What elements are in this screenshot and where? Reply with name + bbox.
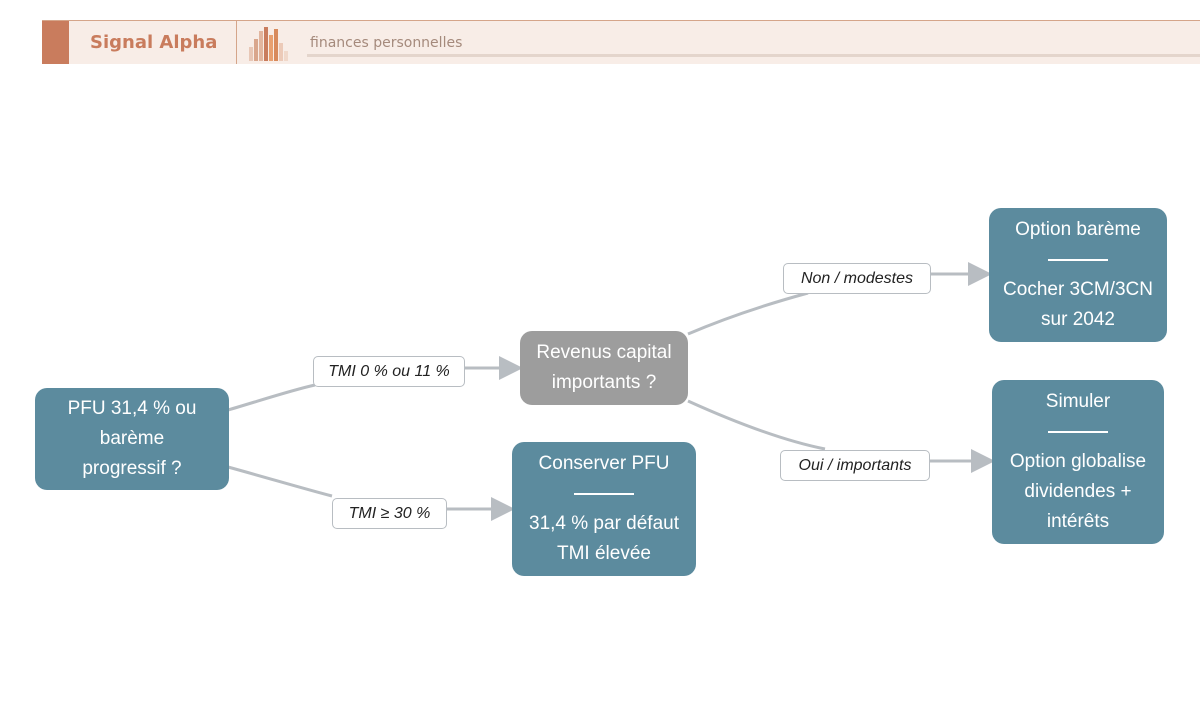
node-conserver-line-1: 31,4 % par défaut: [529, 513, 679, 534]
node-bareme-title: Option barème: [1015, 219, 1141, 240]
node-pfu-question[interactable]: PFU 31,4 % ou barème progressif ?: [35, 388, 229, 490]
edge-label-non-modestes: Non / modestes: [783, 263, 931, 294]
node-simuler-line-3: intérêts: [1046, 511, 1110, 532]
node-pfu-line-3: progressif ?: [82, 458, 182, 479]
node-bareme-line-2: sur 2042: [1041, 309, 1115, 330]
node-simuler-divider: [1048, 431, 1108, 433]
node-revenus-line-2: importants ?: [551, 372, 657, 393]
header-bar: Signal Alpha finances personnelles: [42, 20, 1200, 64]
connector-revenus-to-non: [687, 291, 809, 336]
node-revenus-line-1: Revenus capital: [536, 342, 672, 363]
bar-chart-icon: [249, 27, 288, 61]
brand-swatch: [42, 21, 69, 64]
node-simuler-line-2: dividendes +: [1024, 481, 1132, 502]
edge-label-tmi-high: TMI ≥ 30 %: [332, 498, 447, 529]
tagline: finances personnelles: [310, 35, 463, 51]
node-bareme-divider: [1048, 259, 1108, 261]
node-revenus-question[interactable]: Revenus capital importants ?: [520, 331, 688, 405]
node-simuler-title: Simuler: [1045, 391, 1111, 412]
tagline-rule: [307, 54, 1200, 57]
node-option-bareme[interactable]: Option barème Cocher 3CM/3CN sur 2042: [989, 208, 1167, 342]
connector-pfu-to-tmi-high: [227, 465, 333, 498]
edge-label-tmi-low: TMI 0 % ou 11 %: [313, 356, 465, 387]
node-simuler[interactable]: Simuler Option globalise dividendes + in…: [992, 380, 1164, 544]
brand-title[interactable]: Signal Alpha: [90, 32, 218, 53]
node-conserver-pfu[interactable]: Conserver PFU 31,4 % par défaut TMI élev…: [512, 442, 696, 576]
connector-pfu-to-tmi-low: [227, 383, 316, 412]
node-conserver-divider: [574, 493, 634, 495]
node-pfu-line-1: PFU 31,4 % ou: [67, 398, 197, 419]
node-simuler-line-1: Option globalise: [1009, 451, 1147, 472]
node-conserver-title: Conserver PFU: [538, 453, 670, 474]
connector-revenus-to-oui: [687, 399, 826, 451]
header-divider: [236, 21, 237, 64]
node-conserver-line-2: TMI élevée: [557, 543, 651, 564]
edge-label-oui-importants: Oui / importants: [780, 450, 930, 481]
node-bareme-line-1: Cocher 3CM/3CN: [1003, 279, 1153, 300]
node-pfu-line-2: barème: [99, 428, 165, 449]
